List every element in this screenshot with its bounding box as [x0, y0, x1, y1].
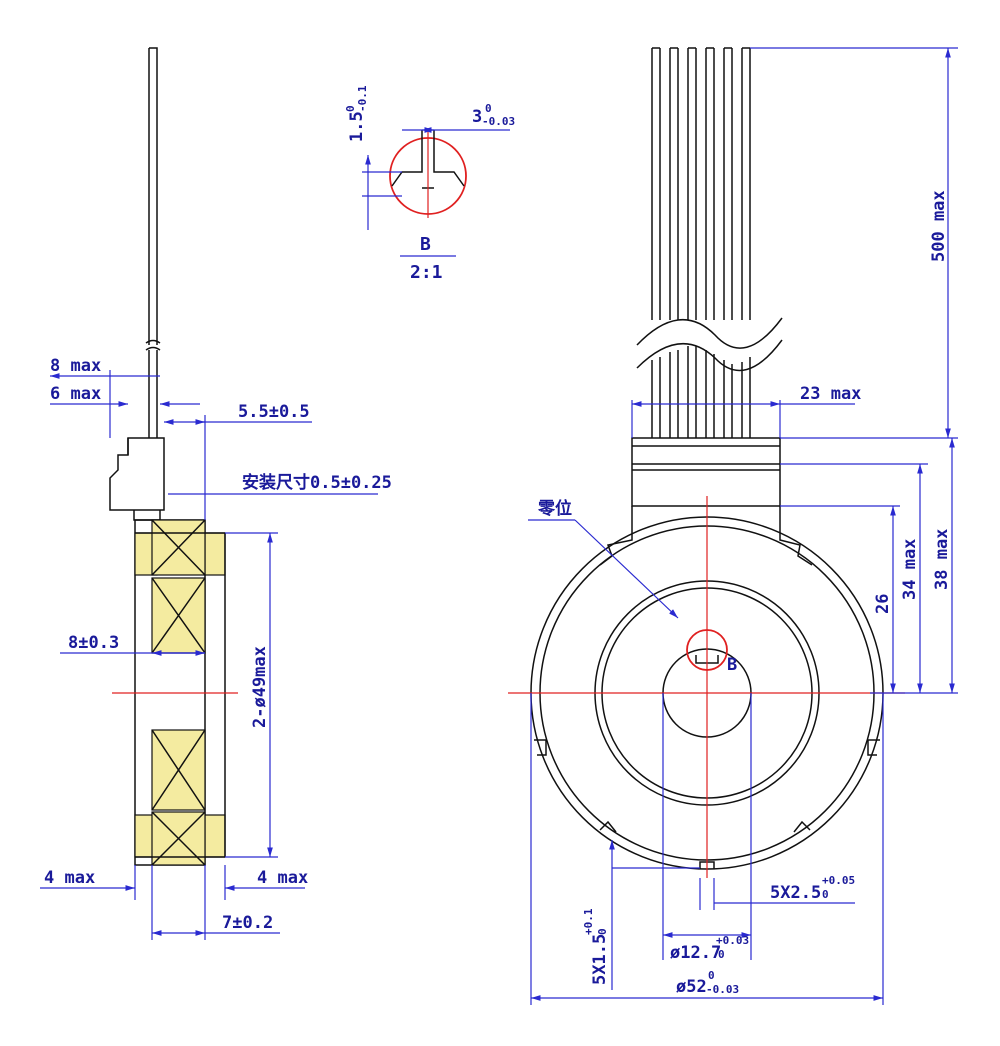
dim-notches-tol-up: +0.1: [582, 908, 595, 935]
dim-7-02: 7±0.2: [222, 913, 273, 933]
dim-outer: ø52: [676, 977, 707, 997]
detail-scale: 2:1: [410, 262, 443, 283]
front-lead-wires: [636, 47, 783, 438]
dim-23max: 23 max: [800, 384, 861, 404]
dim-38max: 38 max: [932, 529, 952, 590]
front-connector: [599, 437, 813, 566]
side-lead-wire: [145, 47, 161, 438]
dim-4max-right: 4 max: [257, 868, 308, 888]
dim-bore: ø12.7: [670, 943, 721, 963]
dim-slots: 5X2.5: [770, 883, 821, 903]
dim-1-5-tol-up: 0: [344, 105, 357, 112]
dim-1-5-tol-low: -0.1: [356, 85, 369, 112]
dim-34max: 34 max: [900, 539, 920, 600]
dim-mount: 安装尺寸0.5±0.25: [242, 472, 392, 493]
dim-3: 3: [472, 107, 482, 127]
dim-3-tol-up: 0: [485, 102, 492, 115]
dim-8-03: 8±0.3: [68, 633, 119, 653]
dim-1-5: 1.5: [347, 111, 367, 142]
dim-notches: 5X1.5: [590, 934, 610, 985]
dim-outer-tol-low: -0.03: [706, 983, 739, 996]
dim-500max: 500 max: [929, 190, 949, 262]
dim-notches-tol-low: 0: [596, 928, 609, 935]
zero-label: 零位: [537, 498, 572, 519]
dim-3-tol-low: -0.03: [482, 115, 515, 128]
dim-6max: 6 max: [50, 384, 101, 404]
dim-bore-tol-up: +0.03: [716, 934, 749, 947]
side-body: [134, 519, 226, 866]
side-view: 8 max 6 max 5.5±0.5 安装尺寸0.5±0.25 8±0.3 2…: [40, 47, 392, 940]
detail-ref-b: B: [727, 655, 737, 675]
dim-slots-tol-up: +0.05: [822, 874, 855, 887]
dim-2phi49: 2-ø49max: [250, 646, 270, 728]
front-dimensions: [528, 47, 958, 1005]
side-connector: [109, 437, 165, 521]
side-dimensions: [40, 370, 378, 940]
dim-4max-left: 4 max: [44, 868, 95, 888]
dim-8max: 8 max: [50, 356, 101, 376]
dim-outer-tol-up: 0: [708, 969, 715, 982]
dim-26: 26: [873, 594, 893, 614]
front-view: 500 max 23 max 26 34 max 38 max 零位 B 5X2…: [508, 47, 958, 1005]
dim-5-5: 5.5±0.5: [238, 402, 310, 422]
dim-slots-tol-low: 0: [822, 888, 829, 901]
detail-label: B: [420, 234, 431, 255]
dim-bore-tol-low: 0: [718, 948, 725, 961]
detail-b: 1.5 0 -0.1 3 0 -0.03 B 2:1: [344, 85, 515, 283]
